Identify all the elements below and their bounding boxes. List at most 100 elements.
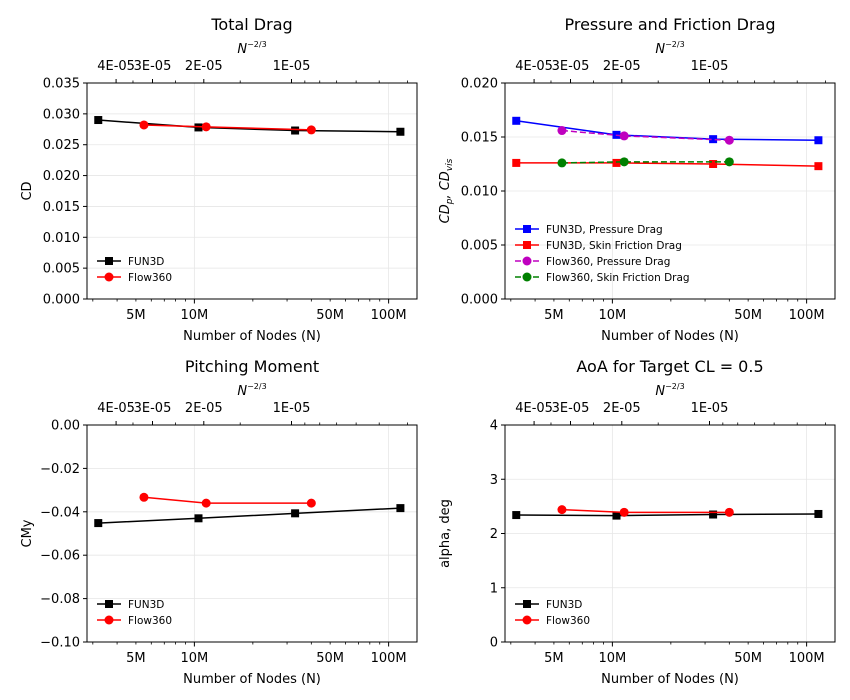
data-point: [139, 492, 149, 502]
data-point: [612, 158, 621, 167]
data-point: [709, 510, 718, 519]
top-tick-label: 3E-05: [552, 401, 590, 416]
y-tick-label: 0.005: [43, 262, 80, 277]
x-tick-label: 5M: [126, 651, 146, 666]
top-tick-label: 4E-05: [97, 401, 135, 416]
top-tick-label: 4E-05: [515, 59, 553, 74]
data-point: [709, 135, 718, 144]
data-point: [139, 120, 149, 130]
legend-label: FUN3D, Pressure Drag: [546, 224, 663, 236]
x-tick-label: 10M: [598, 651, 626, 666]
x-tick-label: 100M: [371, 308, 407, 323]
legend-label: Flow360: [128, 272, 172, 284]
x-tick-label: 50M: [316, 651, 344, 666]
series-line: [143, 124, 312, 131]
series-line: [561, 508, 730, 514]
data-point: [612, 511, 621, 520]
legend-marker: [104, 272, 114, 282]
y-tick-label: 0.015: [43, 200, 80, 215]
axes-frame: [86, 82, 418, 300]
data-point: [512, 511, 521, 520]
top-tick-label: 3E-05: [134, 59, 172, 74]
y-tick-label: 0.015: [461, 131, 498, 146]
top-tick-label: 3E-05: [134, 401, 172, 416]
top-tick-label: 2E-05: [603, 401, 641, 416]
series-line: [98, 507, 401, 524]
data-point: [557, 126, 567, 136]
y-tick-label: 1: [490, 581, 498, 596]
legend-label: FUN3D: [128, 599, 164, 611]
series-line: [143, 496, 312, 504]
y-axis-label: CD: [20, 181, 35, 200]
y-tick-label: 0.00: [51, 419, 80, 434]
chart-1: 0.0000.0050.0100.0150.0200.0250.0300.035…: [20, 15, 418, 344]
y-tick-label: 0.005: [461, 239, 498, 254]
series-line: [516, 513, 819, 517]
y-tick-label: 0.035: [43, 77, 80, 92]
data-point: [306, 125, 316, 135]
data-point: [724, 157, 734, 167]
y-tick-label: 0.010: [461, 185, 498, 200]
data-point: [201, 498, 211, 508]
y-tick-label: 2: [490, 527, 498, 542]
chart-title: Total Drag: [210, 15, 292, 34]
legend-marker: [523, 600, 531, 608]
data-point: [619, 507, 629, 517]
legend-marker: [105, 257, 113, 265]
data-point: [396, 127, 405, 136]
top-tick-label: 1E-05: [691, 59, 729, 74]
y-tick-label: 3: [490, 473, 498, 488]
top-tick-label: 1E-05: [691, 401, 729, 416]
x-tick-label: 100M: [789, 651, 825, 666]
y-tick-label: −0.06: [40, 549, 80, 564]
top-tick-label: 1E-05: [273, 59, 311, 74]
data-point: [557, 158, 567, 168]
y-tick-label: −0.04: [40, 505, 80, 520]
top-tick-label: 1E-05: [273, 401, 311, 416]
legend-label: Flow360: [546, 615, 590, 627]
y-tick-label: −0.02: [40, 462, 80, 477]
legend-label: FUN3D, Skin Friction Drag: [546, 240, 682, 252]
y-tick-label: 0.020: [43, 169, 80, 184]
y-axis-label: alpha, deg: [438, 499, 453, 568]
data-point: [814, 162, 823, 171]
series-line: [98, 119, 401, 133]
top-tick-label: 4E-05: [97, 59, 135, 74]
x-tick-label: 10M: [180, 651, 208, 666]
legend-label: Flow360, Skin Friction Drag: [546, 272, 690, 284]
data-point: [94, 519, 103, 528]
legend-marker: [523, 241, 531, 249]
y-tick-label: −0.08: [40, 592, 80, 607]
x-tick-label: 50M: [316, 308, 344, 323]
data-point: [619, 131, 629, 141]
data-point: [396, 504, 405, 513]
data-point: [724, 135, 734, 145]
x-tick-label: 100M: [371, 651, 407, 666]
y-tick-label: 0.030: [43, 107, 80, 122]
data-point: [814, 509, 823, 518]
chart-title: Pitching Moment: [185, 357, 319, 376]
top-tick-label: 3E-05: [552, 59, 590, 74]
x-tick-label: 10M: [180, 308, 208, 323]
y-tick-label: 0.020: [461, 77, 498, 92]
top-axis-label: N−2/3: [655, 382, 684, 399]
x-tick-label: 10M: [598, 308, 626, 323]
x-axis-label: Number of Nodes (N): [601, 672, 739, 687]
legend-label: FUN3D: [546, 599, 582, 611]
axes-frame: [86, 424, 418, 643]
data-point: [724, 507, 734, 517]
data-point: [306, 498, 316, 508]
y-tick-label: 4: [490, 419, 498, 434]
data-point: [291, 126, 300, 135]
data-point: [194, 514, 203, 523]
data-point: [512, 158, 521, 167]
legend-label: FUN3D: [128, 256, 164, 268]
series-line: [561, 129, 730, 141]
chart-title: AoA for Target CL = 0.5: [576, 357, 763, 376]
y-axis-label: CDp, CDvis: [438, 158, 455, 223]
data-point: [557, 505, 567, 515]
x-tick-label: 100M: [789, 308, 825, 323]
x-axis-label: Number of Nodes (N): [601, 329, 739, 344]
